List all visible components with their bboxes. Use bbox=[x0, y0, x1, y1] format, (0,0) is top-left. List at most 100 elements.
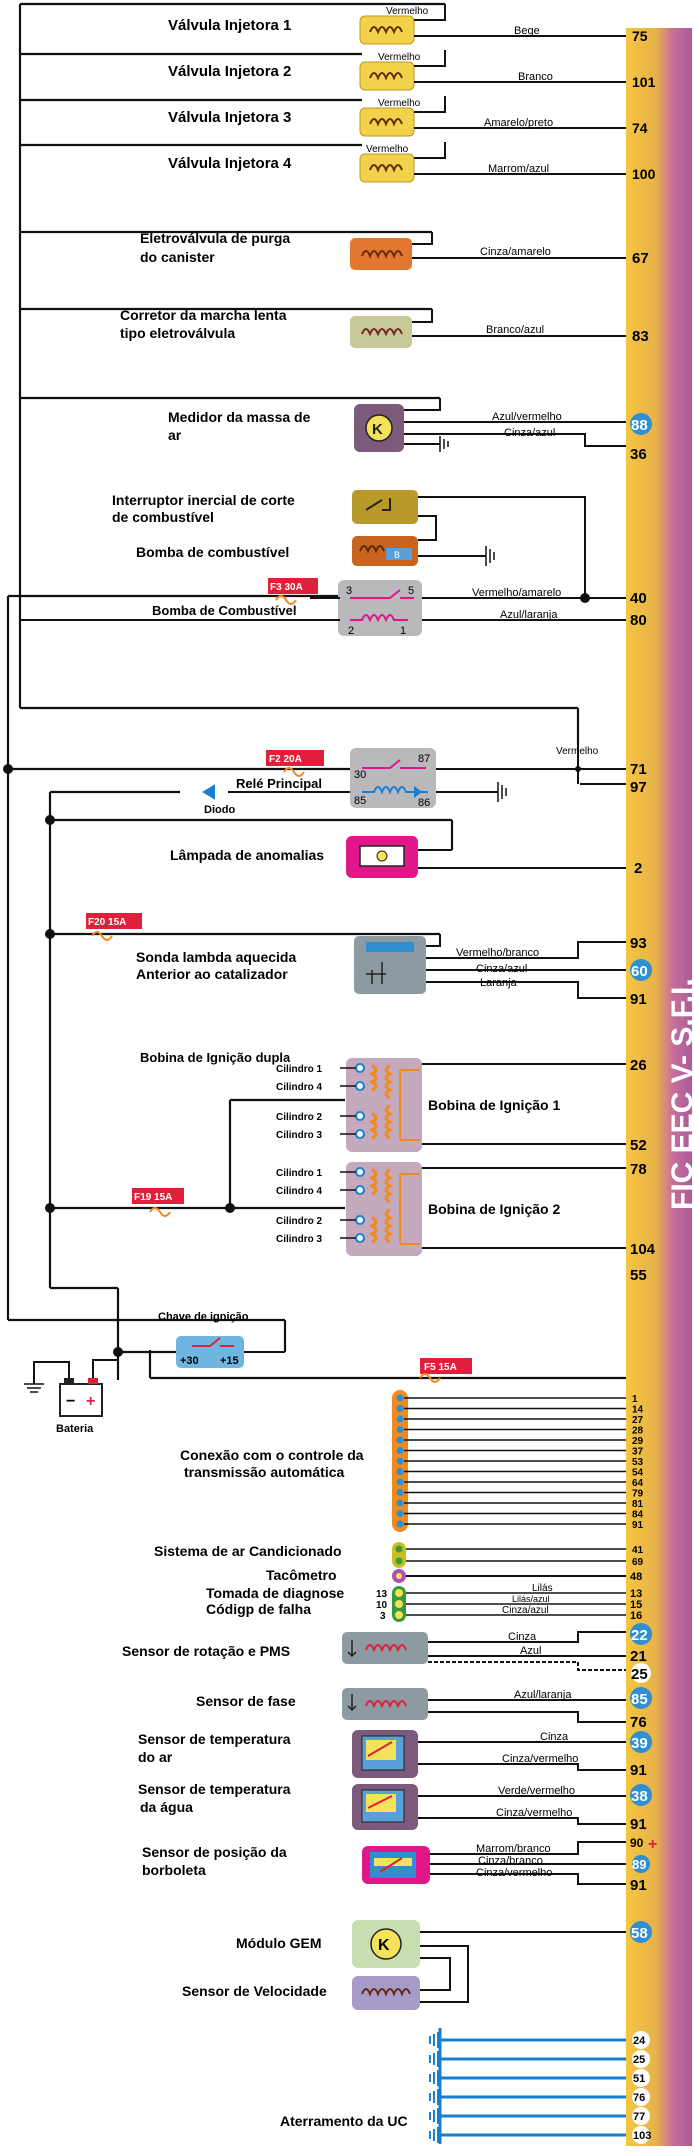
spark-plug-icon bbox=[355, 1063, 365, 1073]
injector-wire: Bege bbox=[514, 25, 540, 37]
rpm-pin-2: 21 bbox=[630, 1648, 647, 1665]
transmission-pin: 91 bbox=[632, 1520, 644, 1531]
battery-label: Bateria bbox=[56, 1423, 94, 1435]
cylinder-label: Cilindro 3 bbox=[276, 1130, 323, 1141]
rpm-wire-2: Azul bbox=[520, 1645, 541, 1657]
main-relay-t85: 85 bbox=[354, 795, 366, 807]
pin-dot bbox=[396, 1468, 404, 1475]
spark-plug-icon bbox=[355, 1129, 365, 1139]
lambda-label-2: Anterior ao catalizador bbox=[136, 966, 288, 982]
transmission-pin: 14 bbox=[632, 1405, 644, 1416]
svg-text:B: B bbox=[394, 550, 400, 560]
injector-label: Válvula Injetora 1 bbox=[168, 17, 291, 34]
injector-pin: 101 bbox=[632, 74, 656, 90]
pin-dot bbox=[396, 1520, 404, 1528]
spark-plug-icon bbox=[355, 1233, 365, 1243]
gem-label: Módulo GEM bbox=[236, 1935, 322, 1951]
tps-pin-2: 89 bbox=[632, 1857, 646, 1872]
tps-sensor: Sensor de posição da borboleta Marrom/br… bbox=[142, 1836, 657, 1894]
injector-feed-wire: Vermelho bbox=[366, 144, 409, 155]
ground-pin: 24 bbox=[633, 2035, 646, 2047]
phase-sensor: Sensor de fase Azul/laranja 85 76 bbox=[196, 1687, 652, 1731]
idle-wire: Branco/azul bbox=[486, 324, 544, 336]
transmission-pin: 81 bbox=[632, 1499, 644, 1510]
diode-label: Diodo bbox=[204, 804, 235, 816]
coil-pin-2: 52 bbox=[630, 1137, 647, 1154]
transmission-label-1: Conexão com o controle da bbox=[180, 1447, 364, 1463]
coil-pin-1: 26 bbox=[630, 1057, 647, 1074]
pump-relay: F3 30A Bomba de Combustível 3 5 2 1 Verm… bbox=[20, 578, 647, 637]
tps-wire-2: Cinza/branco bbox=[478, 1855, 543, 1867]
tps-label-1: Sensor de posição da bbox=[142, 1844, 287, 1860]
cylinder-label: Cilindro 3 bbox=[276, 1234, 323, 1245]
lambda-fuse-icon bbox=[91, 931, 113, 941]
tps-wire-3: Cinza/vermelho bbox=[476, 1867, 552, 1879]
rpm-sensor: Sensor de rotação e PMS Cinza Azul 22 21… bbox=[122, 1623, 652, 1683]
tach-connector: Tacômetro 48 bbox=[266, 1567, 642, 1583]
air-temp-sensor: Sensor de temperatura do ar Cinza Cinza/… bbox=[138, 1730, 652, 1779]
tps-plus-icon: + bbox=[648, 1836, 657, 1853]
cylinder-label: Cilindro 4 bbox=[276, 1186, 323, 1197]
phase-wire: Azul/laranja bbox=[514, 1689, 572, 1701]
phase-label: Sensor de fase bbox=[196, 1693, 296, 1709]
coils-fuse: F19 15A bbox=[134, 1192, 172, 1203]
pin-dot bbox=[396, 1478, 404, 1486]
mil-lamp: Lâmpada de anomalias 2 bbox=[170, 836, 642, 878]
air-temp-label-1: Sensor de temperatura bbox=[138, 1731, 291, 1747]
pin-dot bbox=[396, 1447, 404, 1454]
pump-relay-label: Bomba de Combustível bbox=[152, 603, 296, 618]
ground-icon bbox=[429, 2127, 439, 2143]
lambda-label-1: Sonda lambda aquecida bbox=[136, 949, 296, 965]
water-temp-label-2: da água bbox=[140, 1799, 193, 1815]
pump-relay-t5: 5 bbox=[408, 585, 414, 597]
vss-label: Sensor de Velocidade bbox=[182, 1983, 327, 1999]
injector-pin: 75 bbox=[632, 28, 648, 44]
air-temp-label-2: do ar bbox=[138, 1749, 173, 1765]
coils-title: Bobina de Ignição dupla bbox=[140, 1050, 291, 1065]
cylinder-label: Cilindro 4 bbox=[276, 1082, 323, 1093]
ac-pin: 41 bbox=[632, 1545, 644, 1556]
spark-plug-icon bbox=[355, 1081, 365, 1091]
diode-icon bbox=[202, 784, 215, 800]
injector-feed-wire: Vermelho bbox=[386, 6, 429, 17]
diag-wire-2: Lilás/azul bbox=[512, 1594, 550, 1604]
idle-label-1: Corretor da marcha lenta bbox=[120, 307, 287, 323]
ground-icon bbox=[429, 2070, 439, 2086]
water-temp-pin-1: 38 bbox=[631, 1788, 648, 1805]
main-relay-fuse: F2 20A bbox=[269, 754, 302, 765]
injector-wire: Branco bbox=[518, 71, 553, 83]
pin-dot bbox=[396, 1499, 404, 1507]
main-relay-t86: 86 bbox=[418, 797, 430, 809]
lambda-wire-1: Vermelho/branco bbox=[456, 947, 539, 959]
injector-wire: Marrom/azul bbox=[488, 163, 549, 175]
tach-label: Tacômetro bbox=[266, 1567, 337, 1583]
transmission-pin: 54 bbox=[632, 1468, 644, 1479]
tps-label-2: borboleta bbox=[142, 1862, 206, 1878]
tps-wire-1: Marrom/branco bbox=[476, 1843, 551, 1855]
inertia-label-2: de combustível bbox=[112, 509, 214, 525]
transmission-pin: 27 bbox=[632, 1415, 644, 1426]
lambda-fuse: F20 15A bbox=[88, 917, 126, 928]
air-temp-pin-1: 39 bbox=[631, 1735, 648, 1752]
main-relay-pin-1: 71 bbox=[630, 761, 647, 778]
diag-t10: 10 bbox=[376, 1600, 388, 1611]
main-relay-fuse-icon bbox=[283, 767, 305, 777]
main-relay-label: Relé Principal bbox=[236, 776, 322, 791]
pin-dot bbox=[396, 1405, 404, 1412]
pump-relay-wire-1: Vermelho/amarelo bbox=[472, 587, 561, 599]
pump-relay-pin-2: 80 bbox=[630, 612, 647, 629]
tps-pin-1: 90 bbox=[630, 1836, 644, 1850]
lambda-wire-2: Cinza/azul bbox=[476, 963, 527, 975]
transmission-pin: 64 bbox=[632, 1478, 644, 1489]
pump-relay-t2: 2 bbox=[348, 625, 354, 637]
lambda-pin-3: 91 bbox=[630, 991, 647, 1008]
ignition-t30: +30 bbox=[180, 1355, 199, 1367]
rpm-pin-3: 25 bbox=[631, 1666, 648, 1683]
ac-label: Sistema de ar Candicionado bbox=[154, 1543, 342, 1559]
spark-plug-icon bbox=[355, 1111, 365, 1121]
lambda-sensor: F20 15A Sonda lambda aquecida Anterior a… bbox=[86, 913, 652, 1008]
